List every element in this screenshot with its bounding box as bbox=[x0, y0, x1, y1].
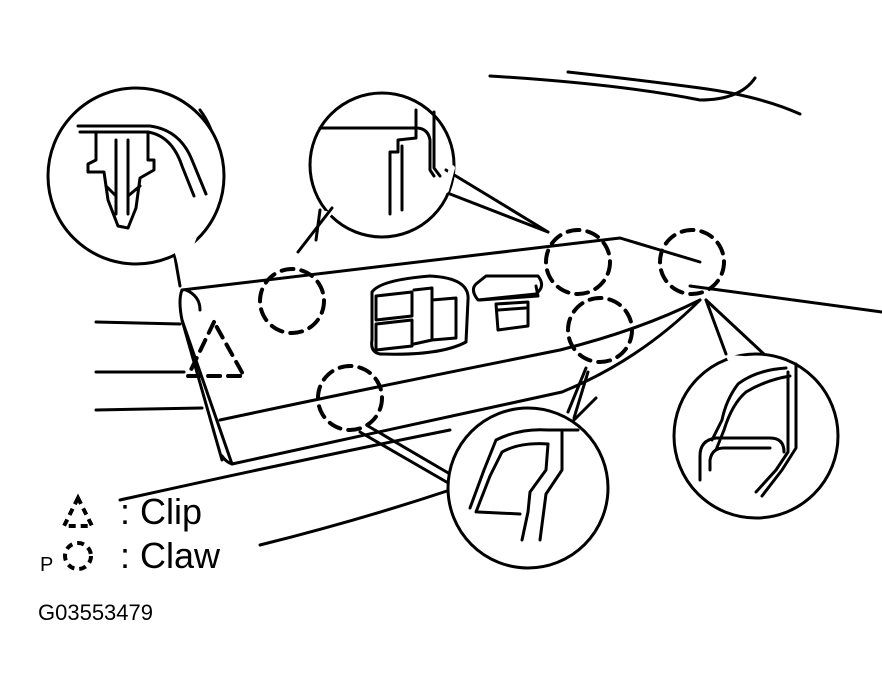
clip-detail-callout bbox=[46, 86, 226, 288]
legend-claw-label: : Claw bbox=[120, 535, 221, 576]
claw-circle bbox=[566, 296, 634, 364]
legend-claw: P : Claw bbox=[40, 535, 221, 577]
claw-circle bbox=[258, 267, 326, 335]
claw-location-markers bbox=[258, 228, 726, 432]
claw-circle bbox=[316, 364, 384, 432]
claw-detail-callout bbox=[296, 91, 550, 254]
legend-claw-prefix: P bbox=[40, 554, 54, 576]
claw-detail-callout bbox=[358, 366, 610, 570]
claw-circle bbox=[658, 228, 726, 296]
figure-code: G03553479 bbox=[38, 600, 153, 625]
claw-detail-callout bbox=[672, 298, 840, 520]
clip-location-triangle bbox=[186, 320, 246, 378]
legend-clip-label: : Clip bbox=[120, 491, 203, 532]
legend-clip: : Clip bbox=[40, 492, 202, 532]
clip-triangle-icon bbox=[60, 493, 96, 528]
window-switch-panel bbox=[178, 236, 702, 466]
claw-circle bbox=[544, 228, 612, 296]
claw-circle-icon bbox=[63, 541, 93, 571]
